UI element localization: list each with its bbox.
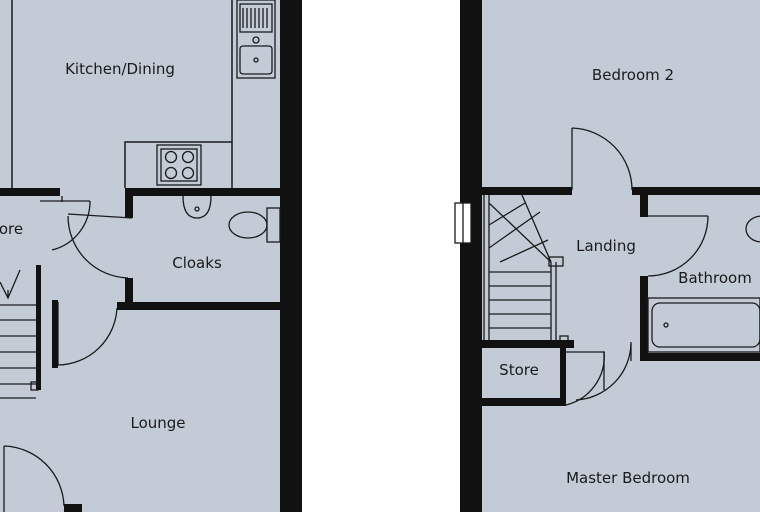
basin-icon [182, 195, 212, 219]
room-label-store-left: ore [0, 220, 24, 238]
room-label-store-right: Store [499, 361, 539, 379]
cloaks-west-wall [125, 188, 133, 218]
ground-outer-wall [280, 0, 302, 512]
toilet-icon [228, 207, 281, 243]
store-south-wall [482, 398, 566, 406]
room-label-cloaks: Cloaks [172, 254, 222, 272]
hob-icon [156, 144, 202, 186]
ground-floor-area [0, 0, 282, 512]
bathroom-south-wall [640, 353, 760, 361]
stairs-icon [483, 194, 569, 345]
bath-icon [647, 297, 760, 353]
stairs-wall-ground [36, 265, 41, 390]
bathroom-west-wall [640, 187, 648, 217]
door-swing-icon [67, 213, 133, 279]
kitchen-worktop [124, 0, 233, 188]
room-label-landing: Landing [576, 237, 636, 255]
first-floor-area [482, 0, 760, 512]
sink-icon [236, 0, 276, 79]
store-north-wall [482, 340, 574, 348]
first-outer-wall [460, 0, 482, 512]
room-label-master: Master Bedroom [566, 469, 690, 487]
stairs-icon [0, 269, 39, 399]
window-icon [454, 202, 472, 244]
room-label-kitchen: Kitchen/Dining [65, 60, 175, 78]
door-swing-icon [565, 351, 605, 406]
room-label-lounge: Lounge [130, 414, 186, 432]
room-label-bathroom: Bathroom [678, 269, 752, 287]
door-swing-icon [647, 215, 709, 277]
room-label-bedroom2: Bedroom 2 [591, 66, 675, 84]
door-swing-icon [40, 196, 91, 251]
door-swing-icon [57, 302, 118, 366]
door-swing-icon [3, 445, 65, 512]
door-swing-icon [571, 127, 633, 191]
bedroom2-south-wall [482, 187, 572, 195]
door-swing-icon [575, 342, 632, 401]
kitchen-south-wall-left [0, 188, 60, 196]
toilet-icon [745, 215, 760, 243]
cloaks-south-wall [117, 302, 283, 310]
kitchen-south-wall-right [125, 188, 283, 196]
